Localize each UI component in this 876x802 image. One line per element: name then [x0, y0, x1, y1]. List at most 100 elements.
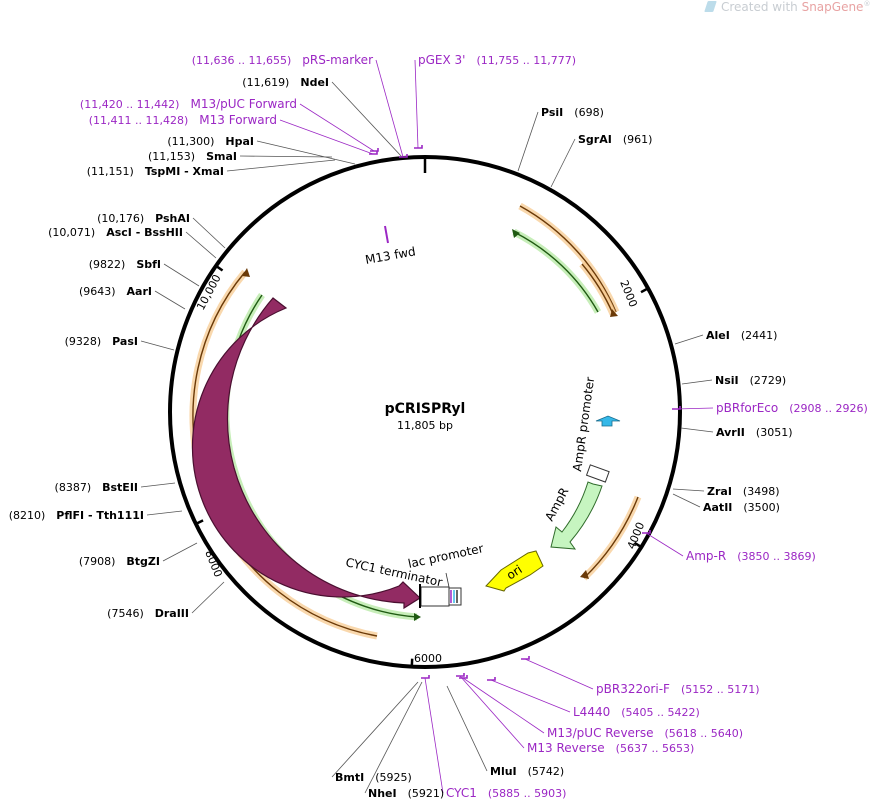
orf-arrowhead-1 — [512, 229, 520, 238]
tick-mark-8000 — [194, 519, 204, 526]
enzyme-site-21[interactable]: (11,300) HpaI — [167, 135, 254, 148]
primer-site-5[interactable]: Amp-R (3850 .. 3869) — [686, 549, 816, 563]
enzyme-name: SgrAI — [578, 133, 612, 146]
watermark-brand: SnapGene — [801, 0, 864, 14]
primer-site-6[interactable]: pBR322ori-F (5152 .. 5171) — [596, 682, 760, 696]
enzyme-site-5[interactable]: ZraI (3498) — [707, 485, 780, 498]
primer-site-0[interactable]: (11,636 .. 11,655) pRS-marker — [192, 53, 373, 67]
ampr-feature[interactable] — [550, 481, 603, 550]
enzyme-site-0[interactable]: PsiI (698) — [541, 106, 604, 119]
enzyme-coord: (5742) — [517, 765, 565, 778]
enzyme-leader-8 — [331, 681, 419, 778]
enzyme-site-15[interactable]: (9643) AarI — [79, 285, 152, 298]
primer-name: M13 Reverse — [527, 741, 605, 755]
enzyme-site-10[interactable]: (7546) DraIII — [107, 607, 189, 620]
enzyme-site-22[interactable]: (11,619) NdeI — [242, 76, 329, 89]
enzyme-leader-14 — [140, 340, 175, 351]
enzyme-site-3[interactable]: NsiI (2729) — [715, 374, 786, 387]
enzyme-coord: (3498) — [732, 485, 780, 498]
enzyme-site-6[interactable]: AatII (3500) — [703, 501, 780, 514]
enzyme-name: AscI - BssHII — [106, 226, 183, 239]
primer-leader-6 — [524, 658, 594, 690]
blue-promoter-feature[interactable] — [595, 415, 621, 427]
enzyme-coord: (11,300) — [167, 135, 225, 148]
enzyme-leader-9 — [364, 681, 423, 794]
enzyme-site-7[interactable]: MluI (5742) — [490, 765, 564, 778]
enzyme-site-19[interactable]: (11,151) TspMI - XmaI — [87, 165, 224, 178]
enzyme-site-8[interactable]: BmtI (5925) — [335, 771, 412, 784]
primer-name: M13 Forward — [199, 113, 277, 127]
enzyme-leader-22 — [331, 81, 403, 158]
enzyme-coord: (3500) — [732, 501, 780, 514]
enzyme-leader-7 — [446, 685, 488, 772]
enzyme-site-11[interactable]: (7908) BtgZI — [79, 555, 160, 568]
enzyme-label-18: (10,176) PshAI — [97, 212, 190, 225]
ampr-promoter-label: AmpR promoter — [570, 376, 597, 472]
enzyme-leader-5 — [672, 488, 705, 492]
enzyme-label-14: (9328) PasI — [65, 335, 138, 348]
enzyme-site-16[interactable]: (9822) SbfI — [89, 258, 161, 271]
primer-leader-7 — [490, 679, 571, 713]
enzyme-label-21: (11,300) HpaI — [167, 135, 254, 148]
enzyme-site-1[interactable]: SgrAI (961) — [578, 133, 652, 146]
primer-arrow-6 — [521, 656, 530, 660]
enzyme-site-14[interactable]: (9328) PasI — [65, 335, 138, 348]
primer-name: pRS-marker — [302, 53, 373, 67]
lac-promoter-box[interactable] — [448, 587, 462, 606]
primer-site-9[interactable]: M13 Reverse (5637 .. 5653) — [527, 741, 694, 755]
primer-arrow-4 — [672, 406, 681, 410]
primer-leader-4 — [675, 407, 714, 410]
primer-leader-3 — [279, 119, 374, 155]
primer-site-2[interactable]: (11,420 .. 11,442) M13/pUC Forward — [80, 97, 297, 111]
primer-site-7[interactable]: L4440 (5405 .. 5422) — [573, 705, 700, 719]
primer-arrow-1 — [414, 145, 423, 149]
primer-leader-0 — [375, 59, 404, 158]
enzyme-site-20[interactable]: (11,153) SmaI — [148, 150, 237, 163]
enzyme-name: MluI — [490, 765, 517, 778]
primer-leader-1 — [414, 59, 419, 149]
ampr-promoter-box[interactable] — [585, 464, 610, 483]
primer-label-6: pBR322ori-F (5152 .. 5171) — [596, 682, 760, 696]
enzyme-coord: (698) — [563, 106, 604, 119]
enzyme-coord: (11,153) — [148, 150, 206, 163]
enzyme-name: BtgZI — [126, 555, 160, 568]
enzyme-name: PasI — [112, 335, 138, 348]
primer-site-10[interactable]: CYC1 (5885 .. 5903) — [446, 786, 566, 800]
enzyme-site-4[interactable]: AvrII (3051) — [716, 426, 792, 439]
cyc1-terminator-box[interactable] — [420, 586, 450, 607]
orf-arc-3-core — [583, 496, 639, 579]
enzyme-coord: (2441) — [730, 329, 778, 342]
primer-site-1[interactable]: pGEX 3' (11,755 .. 11,777) — [418, 53, 576, 67]
m13-fwd-label: M13 fwd — [364, 244, 417, 267]
enzyme-site-12[interactable]: (8210) PflFI - Tth111I — [9, 509, 144, 522]
enzyme-leader-18 — [192, 217, 226, 249]
lac-leader — [445, 572, 450, 588]
enzyme-coord: (10,071) — [48, 226, 106, 239]
enzyme-site-9[interactable]: NheI (5921) — [368, 787, 444, 800]
primer-arrow-9 — [456, 673, 465, 677]
cas9-feature[interactable] — [191, 297, 421, 610]
enzyme-label-12: (8210) PflFI - Tth111I — [9, 509, 144, 522]
plasmid-size: 11,805 bp — [397, 419, 453, 432]
primer-site-4[interactable]: pBRforEco (2908 .. 2926) — [716, 401, 868, 415]
enzyme-coord: (3051) — [745, 426, 793, 439]
primer-label-7: L4440 (5405 .. 5422) — [573, 705, 700, 719]
enzyme-site-2[interactable]: AleI (2441) — [706, 329, 777, 342]
enzyme-site-17[interactable]: (10,071) AscI - BssHII — [48, 226, 183, 239]
enzyme-site-18[interactable]: (10,176) PshAI — [97, 212, 190, 225]
primer-site-8[interactable]: M13/pUC Reverse (5618 .. 5640) — [547, 726, 743, 740]
enzyme-site-13[interactable]: (8387) BstEII — [55, 481, 138, 494]
enzyme-coord: (9822) — [89, 258, 137, 271]
lac-promoter-label: lac promoter — [407, 541, 485, 571]
primer-site-3[interactable]: (11,411 .. 11,428) M13 Forward — [89, 113, 277, 127]
enzyme-name: NheI — [368, 787, 397, 800]
ori-feature[interactable] — [485, 550, 544, 592]
primer-arrow-7 — [487, 677, 496, 681]
primer-name: M13/pUC Forward — [190, 97, 297, 111]
enzyme-leader-3 — [681, 379, 713, 385]
primer-label-0: (11,636 .. 11,655) pRS-marker — [192, 53, 373, 67]
primer-coord: (11,755 .. 11,777) — [465, 54, 576, 67]
primer-arrow-10 — [421, 675, 430, 679]
primer-label-3: (11,411 .. 11,428) M13 Forward — [89, 113, 277, 127]
enzyme-leader-13 — [140, 482, 176, 488]
